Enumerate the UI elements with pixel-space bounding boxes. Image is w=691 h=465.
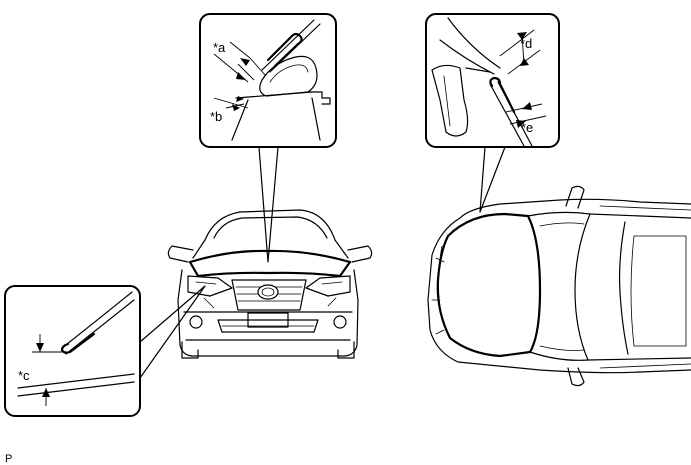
callout-box-c: *c [4, 285, 141, 417]
label-a: *a [213, 40, 226, 55]
label-c: *c [18, 368, 30, 383]
callout-pointer-c [139, 285, 206, 379]
label-e: *e [521, 120, 533, 135]
label-d: *d [520, 36, 532, 51]
callout-box-a-b: *a *b [199, 13, 337, 148]
callout-pointer-d-e [479, 146, 506, 213]
label-b: *b [210, 109, 222, 124]
callout-pointer-a-b [258, 146, 279, 263]
top-view-vehicle [427, 185, 691, 387]
callout-box-d-e: *d *e [425, 13, 560, 148]
figure-code: P [5, 453, 12, 465]
front-view-vehicle [167, 209, 373, 359]
